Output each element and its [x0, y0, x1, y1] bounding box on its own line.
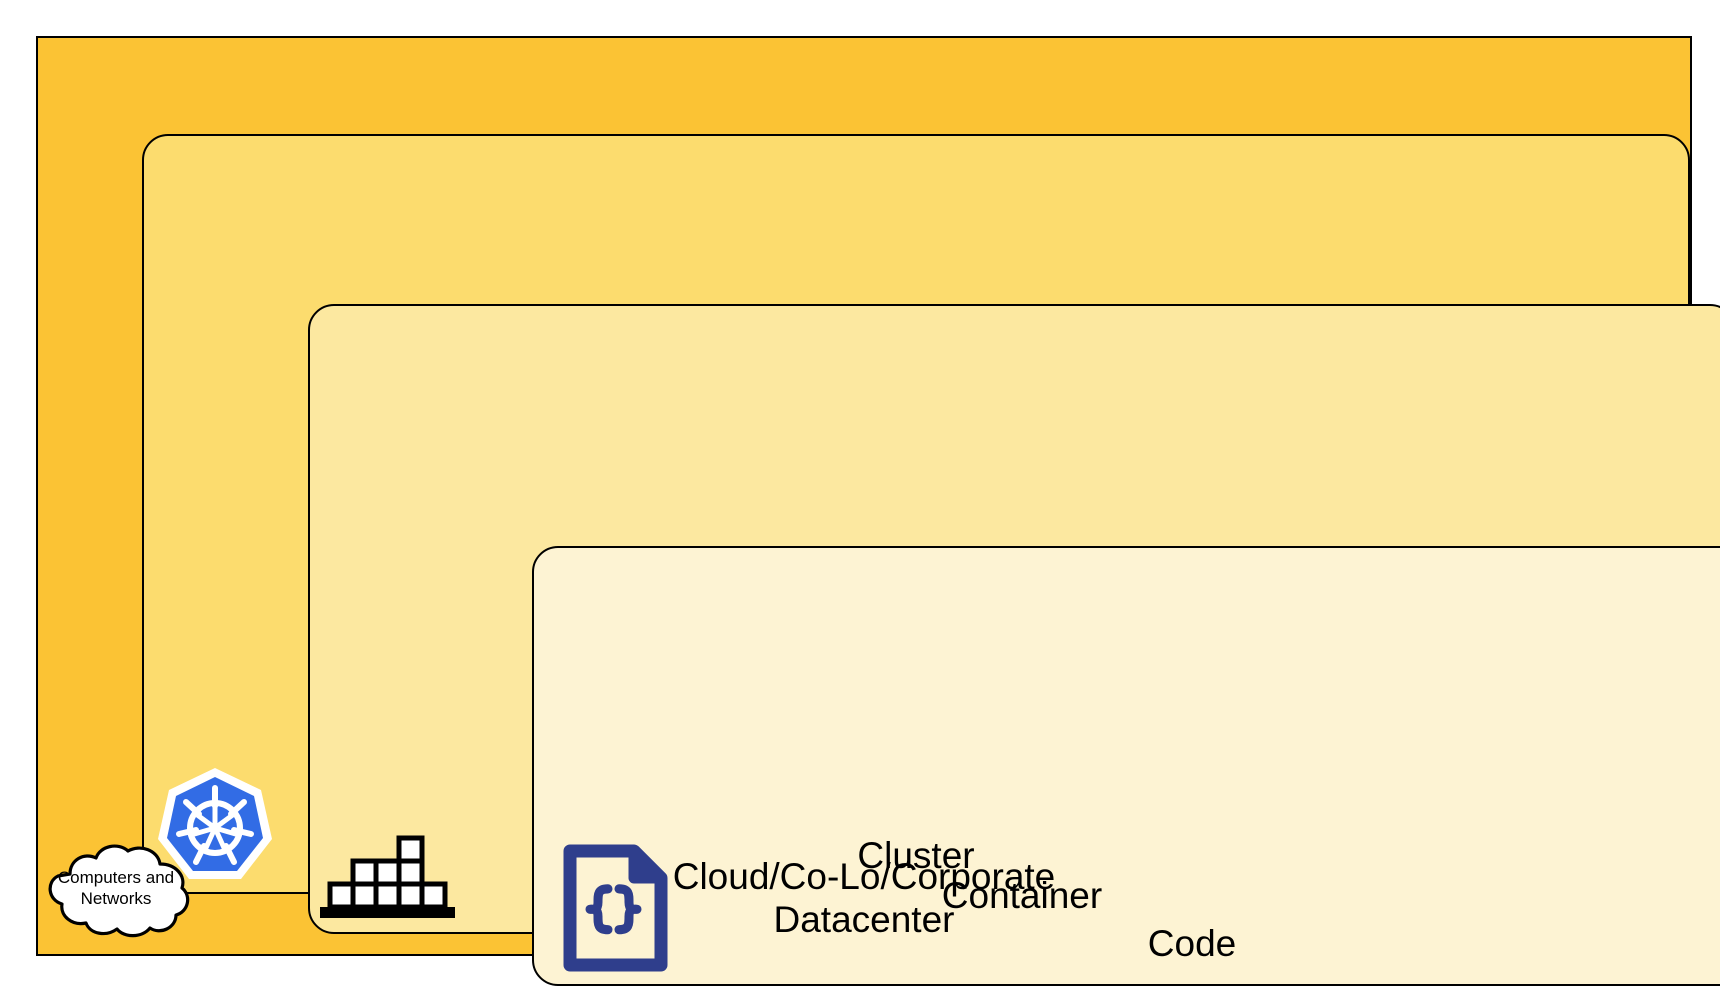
- code-document-icon: [563, 844, 668, 972]
- layer-container[interactable]: Code: [308, 304, 1720, 986]
- layer-code[interactable]: Code: [532, 546, 1720, 986]
- container-stack-icon: [320, 835, 455, 918]
- kubernetes-icon: [158, 768, 272, 879]
- layer-cloud-colo-corporate-datacenter[interactable]: Code: [36, 36, 1720, 986]
- layer-cluster[interactable]: Code: [142, 134, 1720, 986]
- cloud-callout-computers-and-networks[interactable]: Computers and Networks: [36, 838, 196, 938]
- cloud-shape-icon: [48, 844, 190, 938]
- layer-label-code: Code: [1147, 923, 1237, 965]
